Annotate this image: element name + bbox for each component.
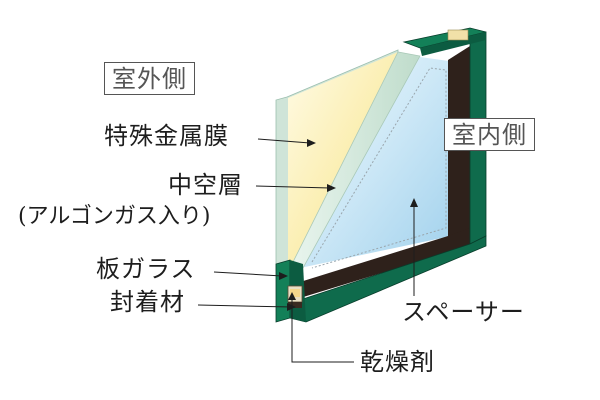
leader-hollow-layer bbox=[255, 185, 331, 189]
arrow-metal-film bbox=[307, 139, 316, 147]
inner-glass-face bbox=[300, 57, 456, 268]
spacer-bottom bbox=[300, 228, 470, 298]
arrow-sealant bbox=[287, 303, 296, 311]
leader-lines bbox=[197, 138, 415, 363]
leader-arrowheads bbox=[279, 139, 418, 311]
frame-top-inner bbox=[420, 32, 486, 56]
label-sealant: 封着材 bbox=[110, 288, 185, 316]
label-desiccant: 乾燥剤 bbox=[360, 348, 435, 376]
leader-metal-film bbox=[257, 138, 311, 144]
sealant-section bbox=[288, 302, 302, 308]
label-exterior: 室外側 bbox=[104, 62, 195, 95]
label-metal-film: 特殊金属膜 bbox=[104, 122, 229, 150]
label-hollow-layer: 中空層 bbox=[168, 171, 243, 199]
arrow-spacer bbox=[410, 198, 418, 207]
label-sheet-glass: 板ガラス bbox=[96, 255, 196, 283]
leader-desiccant bbox=[291, 298, 354, 363]
desiccant-beads bbox=[290, 289, 300, 297]
arrow-sheet-glass bbox=[279, 272, 288, 280]
top-desiccant-section bbox=[447, 29, 469, 41]
label-interior: 室内側 bbox=[444, 118, 535, 151]
arrow-desiccant bbox=[288, 292, 296, 300]
arrow-hollow-layer bbox=[327, 184, 336, 192]
metal-film-surface bbox=[288, 52, 398, 263]
label-argon-gas: (アルゴンガス入り) bbox=[18, 204, 211, 229]
leader-sheet-glass bbox=[213, 271, 283, 277]
leader-sealant bbox=[197, 304, 293, 308]
label-spacer: スペーサー bbox=[402, 298, 525, 326]
